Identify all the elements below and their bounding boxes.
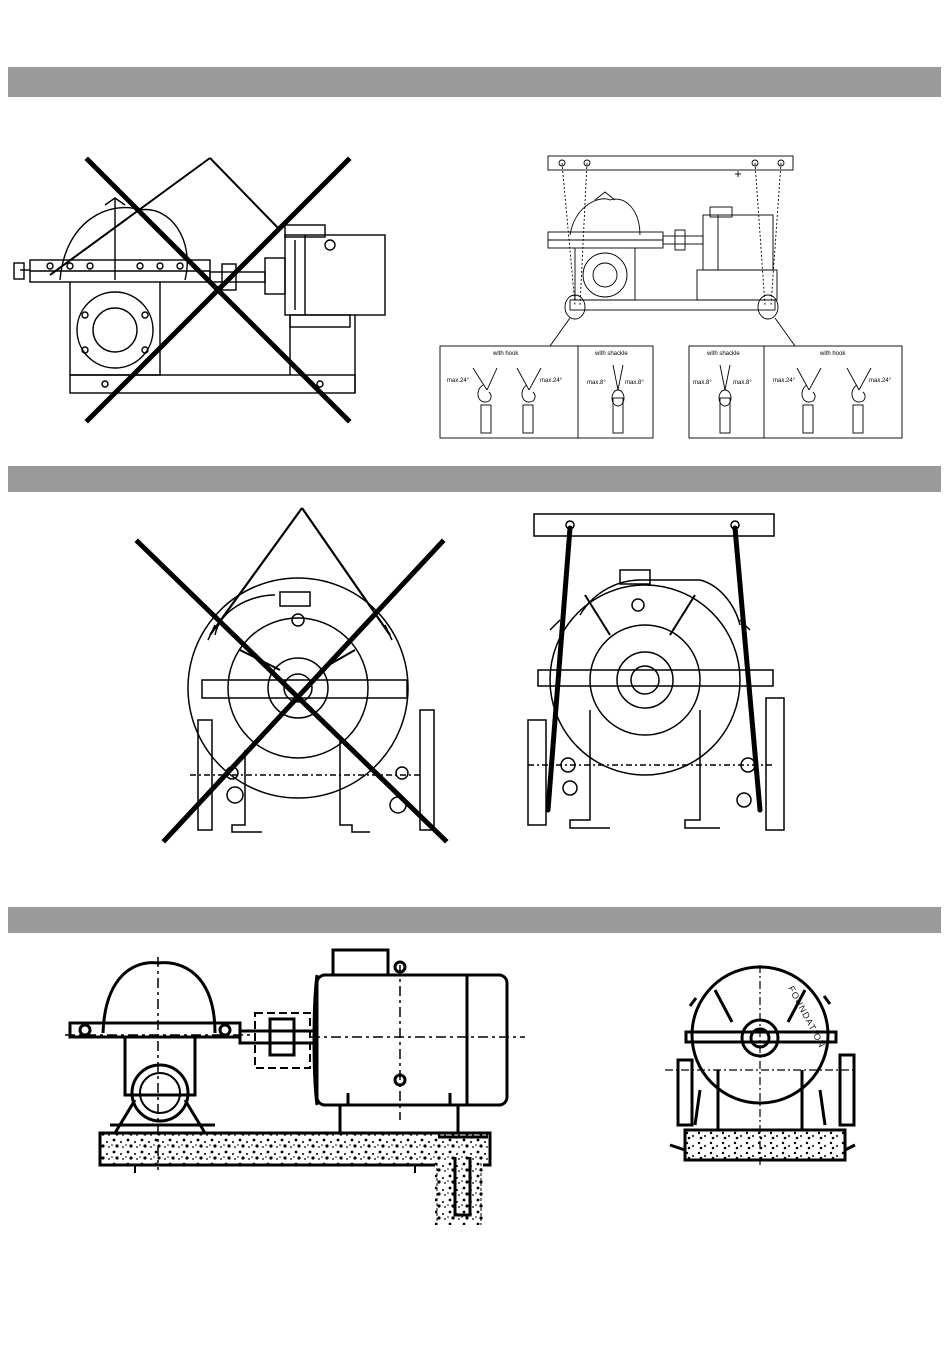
section-bar-2 bbox=[8, 466, 941, 492]
label-angle-hook-2: max.24° bbox=[540, 378, 563, 384]
foundation-end-view: FOUNDATION bbox=[660, 960, 860, 1175]
correct-lifting-side-view: with hook with shackle max.24° max.24° m… bbox=[435, 150, 910, 445]
incorrect-lifting-side-view bbox=[10, 150, 400, 430]
label-with-hook-left: with hook bbox=[492, 351, 519, 357]
label-angle-hook-4: max.24° bbox=[869, 378, 892, 384]
foundation-stamp-text: FOUNDATION bbox=[786, 984, 827, 1049]
label-angle-hook-3: max.24° bbox=[773, 378, 796, 384]
section-bar-3 bbox=[8, 907, 941, 933]
label-with-shackle-right: with shackle bbox=[706, 351, 740, 357]
label-angle-shackle-2: max.8° bbox=[625, 380, 644, 386]
label-with-hook-right: with hook bbox=[819, 351, 846, 357]
label-with-shackle-left: with shackle bbox=[594, 351, 628, 357]
label-angle-shackle-3: max.8° bbox=[693, 380, 712, 386]
label-angle-hook-1: max.24° bbox=[447, 378, 470, 384]
correct-lifting-end-view bbox=[520, 510, 785, 840]
incorrect-lifting-end-view bbox=[130, 500, 450, 845]
section-bar-1 bbox=[8, 67, 941, 97]
label-angle-shackle-1: max.8° bbox=[587, 380, 606, 386]
label-angle-shackle-4: max.8° bbox=[733, 380, 752, 386]
foundation-side-view bbox=[55, 945, 535, 1230]
